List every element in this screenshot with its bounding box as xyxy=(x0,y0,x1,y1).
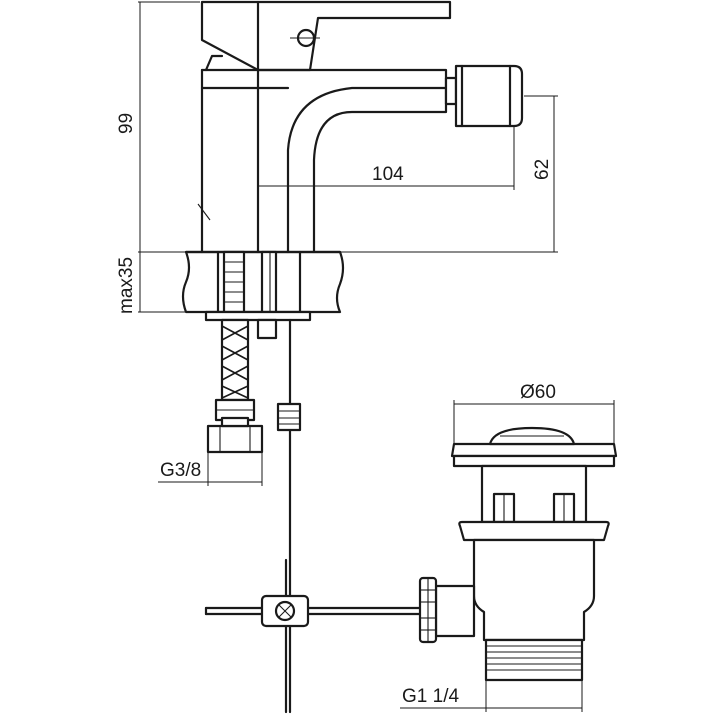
dimension-label-hose-thread: G3/8 xyxy=(160,460,201,481)
mixer-body xyxy=(184,0,524,254)
pivot-housing xyxy=(434,584,476,638)
dimension-label-deck-thickness: max35 xyxy=(116,257,137,314)
dimension-lines xyxy=(138,1,615,712)
mounting-plate xyxy=(204,310,312,322)
nozzle-aerator xyxy=(454,64,524,128)
body-column xyxy=(200,68,260,254)
hose-nut xyxy=(206,424,264,454)
drain-body-lower xyxy=(472,538,596,642)
dimension-label-drain-thread: G1 1/4 xyxy=(402,686,459,707)
drain-tail xyxy=(484,638,584,682)
dimension-label-spout-height: 62 xyxy=(532,159,553,180)
pop-up-drain xyxy=(418,426,618,682)
pull-rod-shank xyxy=(260,250,278,314)
fixing-nut xyxy=(256,318,278,340)
handle-lever xyxy=(200,0,452,72)
dimension-label-reach: 104 xyxy=(372,164,404,185)
dimension-label-height: 99 xyxy=(116,113,137,134)
dimension-label-drain-diameter: Ø60 xyxy=(520,382,556,403)
spout-tip xyxy=(444,76,458,106)
spout xyxy=(200,68,448,254)
pull-rod xyxy=(204,318,422,714)
drain-flange xyxy=(450,442,618,458)
flex-hose xyxy=(206,318,264,454)
rod-clamp xyxy=(276,402,302,432)
drain-collar xyxy=(452,454,616,468)
deck-section xyxy=(181,250,345,340)
drain-locknut xyxy=(458,520,610,542)
deck-outline xyxy=(181,250,345,314)
